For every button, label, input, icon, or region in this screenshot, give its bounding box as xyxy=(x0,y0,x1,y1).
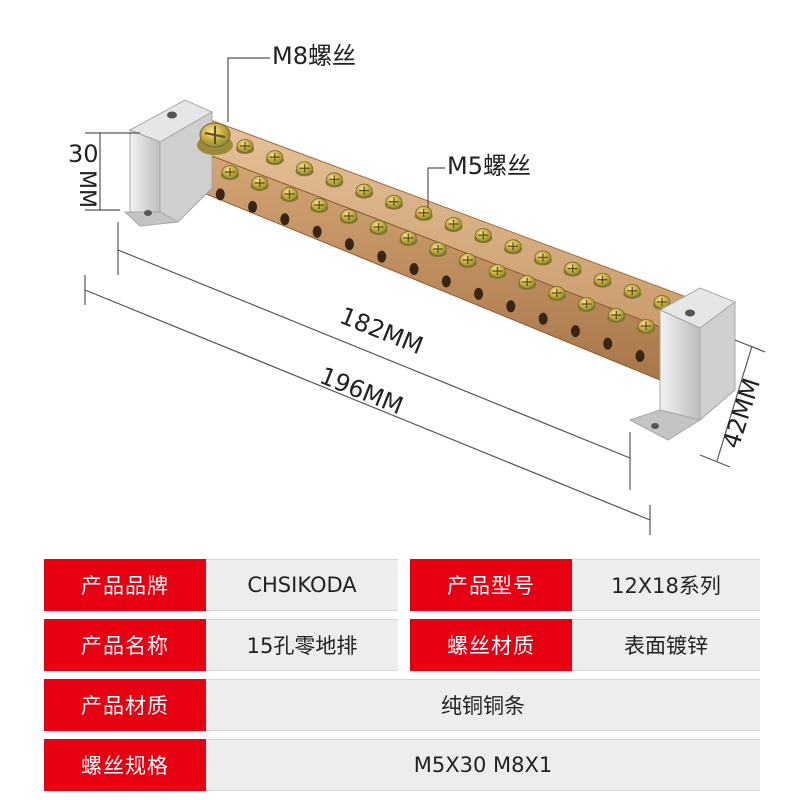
spec-value-screw-material: 表面镀锌 xyxy=(572,619,760,671)
spec-value-name: 15孔零地排 xyxy=(206,619,398,671)
left-bracket xyxy=(123,99,214,227)
m5-screw xyxy=(623,283,642,299)
bar-hole xyxy=(280,213,290,226)
m5-screw xyxy=(577,297,596,312)
height-value-label: 30 xyxy=(68,140,99,168)
bar-hole xyxy=(441,275,451,288)
bar-hole xyxy=(635,350,645,362)
bar-hole xyxy=(474,287,484,300)
spec-label-name: 产品名称 xyxy=(44,619,206,671)
m5-screw xyxy=(250,176,269,191)
spec-label-material: 产品材质 xyxy=(44,679,206,731)
m5-screw xyxy=(637,319,655,334)
m5-screw xyxy=(414,205,433,221)
m5-screw xyxy=(593,272,612,288)
m5-screw-label: M5螺丝 xyxy=(447,152,531,180)
spec-value-screw-spec: M5X30 M8X1 xyxy=(206,739,760,791)
spec-label-screw-spec: 螺丝规格 xyxy=(44,739,206,791)
m5-screw xyxy=(355,183,374,199)
bar-hole xyxy=(506,300,516,313)
m5-screw-rows xyxy=(221,139,671,334)
product-diagram: M8螺丝 M5螺丝 30 MM 182MM 196MM 42MM xyxy=(68,42,766,535)
m5-screw xyxy=(429,242,447,257)
callout-lines xyxy=(227,57,445,208)
inner-length-label: 182MM xyxy=(336,302,427,361)
outer-length-label: 196MM xyxy=(316,362,407,421)
m5-screw xyxy=(325,172,344,188)
bar-hole xyxy=(312,225,322,238)
m5-screw xyxy=(458,253,477,268)
bar-hole xyxy=(570,325,580,338)
m5-screw xyxy=(236,139,254,154)
dimension-lines xyxy=(84,132,766,535)
m5-screw xyxy=(310,198,329,213)
m5-screw xyxy=(607,308,626,323)
bar-hole xyxy=(409,263,419,275)
bar-hole xyxy=(603,337,613,350)
m5-screw xyxy=(488,264,507,279)
m5-screw xyxy=(399,231,418,246)
m5-screw xyxy=(444,217,463,232)
spec-label-model: 产品型号 xyxy=(410,559,572,611)
m8-screw xyxy=(197,122,233,155)
m5-screw xyxy=(533,250,552,266)
m5-screw xyxy=(265,150,284,166)
m5-screw xyxy=(221,165,239,180)
m5-screw xyxy=(504,239,523,255)
right-bracket xyxy=(628,287,737,441)
m5-screw xyxy=(339,209,358,224)
m5-screw xyxy=(547,286,566,301)
m5-screw xyxy=(369,220,388,235)
spec-label-brand: 产品品牌 xyxy=(44,559,206,611)
m5-screw xyxy=(518,275,537,290)
m8-screw-label: M8螺丝 xyxy=(272,42,356,70)
spec-value-material: 纯铜铜条 xyxy=(206,679,760,731)
bar-hole xyxy=(248,200,258,213)
height-unit-label: MM xyxy=(74,170,99,208)
m5-screw xyxy=(563,261,582,277)
bar-hole xyxy=(377,250,387,263)
m5-screw xyxy=(474,228,493,244)
m5-screw xyxy=(384,194,403,210)
m5-screw xyxy=(295,161,314,177)
spec-value-brand: CHSIKODA xyxy=(206,559,398,611)
bar-hole xyxy=(215,188,225,201)
m5-screw xyxy=(280,187,299,202)
spec-label-screw-material: 螺丝材质 xyxy=(410,619,572,671)
bar-hole xyxy=(344,238,354,251)
bar-hole xyxy=(538,312,548,325)
spec-value-model: 12X18系列 xyxy=(572,559,760,611)
